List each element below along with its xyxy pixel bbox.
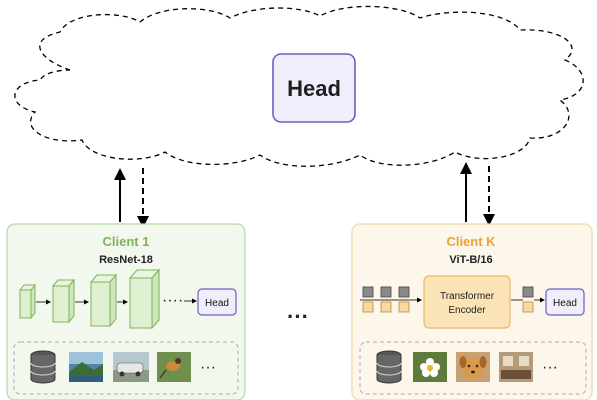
image-thumbnail-dog: [456, 352, 490, 382]
cnn-block-1: [18, 283, 37, 320]
token-pair-3: [398, 286, 410, 313]
clientk-input-tokens: [360, 286, 422, 313]
image-thumbnail-car: [113, 352, 149, 382]
token-pair-1: [362, 286, 374, 313]
transformer-encoder-box: Transformer Encoder: [423, 275, 511, 329]
client1-head-box: Head: [197, 288, 237, 316]
client1-model-name: ResNet-18: [99, 254, 153, 266]
clientk-arrows: [460, 162, 495, 226]
clientk-title: Client K: [446, 234, 496, 249]
image-thumbnail-room: [499, 352, 533, 382]
client1-layer-ellipsis: ····: [162, 292, 183, 309]
client1-panel: Client 1 ResNet-18: [6, 223, 246, 400]
clients-ellipsis: ···: [287, 304, 309, 329]
client1-title: Client 1: [103, 234, 150, 249]
clientk-output-token: [511, 286, 545, 313]
clientk-panel: Client K ViT-B/16 Transformer Encoder: [351, 223, 593, 400]
cnn-block-3: [89, 273, 118, 328]
server-head-box: Head: [272, 53, 356, 123]
client1-data-row: ···: [13, 341, 239, 395]
encoder-label-line2: Encoder: [448, 305, 486, 316]
cnn-block-4: [128, 268, 161, 330]
clientk-data-row: ···: [359, 341, 587, 395]
clientk-head-box: Head: [545, 288, 585, 316]
server-head-label: Head: [287, 76, 341, 101]
client1-head-label: Head: [205, 298, 229, 309]
image-thumbnail-landscape: [69, 352, 103, 382]
client1-data-ellipsis: ···: [200, 359, 216, 376]
image-thumbnail-flower: [413, 352, 447, 382]
image-thumbnail-bird: [157, 352, 191, 382]
client1-cnn-blocks: ····: [18, 268, 197, 330]
database-icon: [376, 350, 402, 384]
database-icon: [30, 350, 56, 384]
clientk-head-label: Head: [553, 298, 577, 309]
clientk-model-name: ViT-B/16: [449, 254, 492, 266]
client1-arrows: [114, 168, 149, 228]
cnn-block-2: [51, 278, 76, 324]
encoder-label-line1: Transformer: [440, 291, 495, 302]
token-pair-2: [380, 286, 392, 313]
clientk-data-ellipsis: ···: [542, 359, 558, 376]
